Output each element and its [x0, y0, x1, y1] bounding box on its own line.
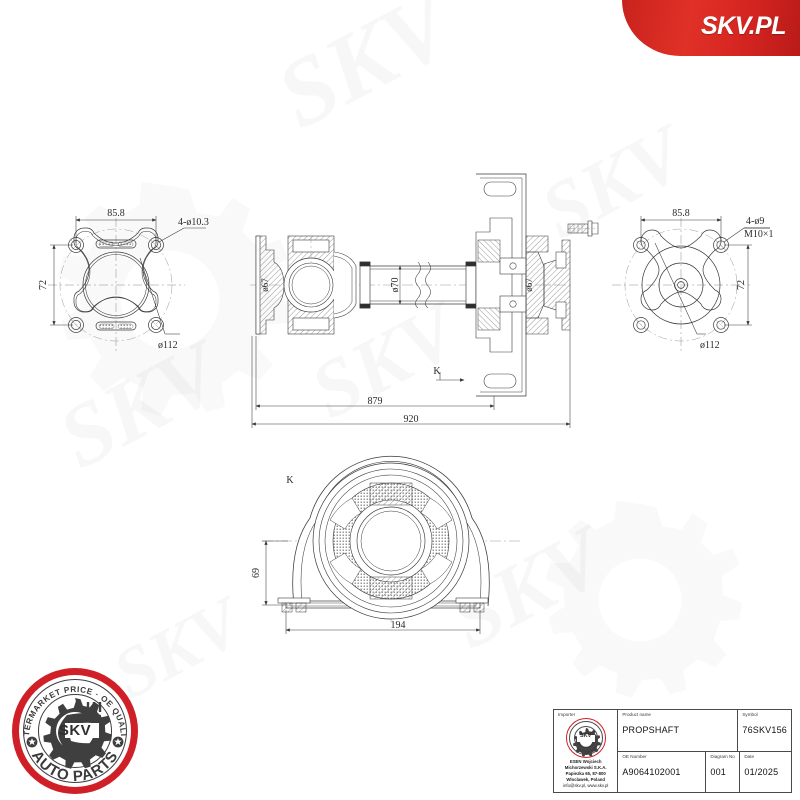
right-flange-holes-dim: 4-ø9 [746, 216, 764, 227]
quality-badge: AFTERMARKET PRICE · OE QUALITY AUTO PART… [12, 668, 138, 794]
right-flange-height-dim: 72 [736, 280, 747, 290]
importer-line-1: ESEN Wojciech Michorzewski S.K.A. [564, 759, 607, 770]
gear-icon [43, 698, 112, 769]
left-flange-view [48, 216, 206, 352]
left-flange-diameter-dim: ø112 [158, 340, 178, 351]
center-bearing-section [475, 173, 527, 397]
diagram-no-value: 001 [710, 766, 726, 777]
importer-line-3: info@skv.pl, www.skv.pl [563, 783, 609, 788]
brand-logo-text: SKV.PL [700, 12, 787, 40]
left-flange-width-dim: 85.8 [107, 208, 125, 219]
brand-banner: SKV.PL [622, 0, 800, 56]
bolt-detail-view [567, 220, 599, 237]
center-bearing-section-mark: K [286, 475, 294, 486]
right-flange-width-dim: 85.8 [672, 208, 690, 219]
oe-number-cell: OE Number A9064102001 [618, 751, 707, 792]
product-name-cell: Product name PROPSHAFT [618, 710, 739, 751]
diagram-no-label: Diagram No [710, 753, 735, 759]
date-cell: Date 01/2025 [740, 752, 791, 793]
shaft-yoke-left-dim: ø67 [260, 278, 270, 292]
symbol-value: 76SKV156 [742, 725, 787, 735]
center-bearing-view [262, 455, 520, 634]
shaft-length-total-dim: 920 [404, 414, 419, 425]
left-flange-height-dim: 72 [38, 280, 49, 290]
info-table: Importer SKV ESEN Wojciech Michorzewski … [553, 709, 792, 793]
mini-badge-text: SKV [580, 733, 592, 739]
oe-number-label: OE Number [622, 753, 647, 759]
date-value: 01/2025 [744, 766, 779, 777]
badge-graphics: AFTERMARKET PRICE · OE QUALITY AUTO PART… [12, 668, 127, 785]
banner-shape [622, 0, 800, 56]
shaft-tube-od-dim: ø70 [390, 278, 401, 293]
center-bearing-height-dim: 69 [251, 568, 262, 578]
badge-star-icon [26, 736, 124, 748]
badge-dark-ring [23, 679, 127, 783]
date-label: Date [744, 753, 755, 759]
importer-address: ESEN Wojciech Michorzewski S.K.A. Papiez… [554, 759, 617, 792]
shaft-assembly-view [250, 173, 572, 428]
importer-logo: SKV [554, 717, 617, 759]
product-name-label: Product name [622, 712, 651, 717]
badge-center-text: SKV [58, 722, 92, 739]
right-flange-diameter-dim: ø112 [700, 340, 720, 351]
symbol-label: Symbol [742, 712, 758, 717]
importer-cell: Importer SKV ESEN Wojciech Michorzewski … [554, 710, 619, 792]
center-bearing-width-dim: 194 [391, 620, 406, 631]
product-name-value: PROPSHAFT [622, 725, 680, 735]
info-table-right: Product name PROPSHAFT Symbol 76SKV156 O… [618, 710, 791, 792]
symbol-cell: Symbol 76SKV156 [738, 710, 791, 751]
diagram-no-cell: Diagram No 001 [706, 751, 741, 792]
shaft-yoke-right-dim: ø67 [524, 278, 534, 292]
oe-number-value: A9064102001 [622, 766, 681, 777]
right-flange-view [612, 216, 770, 352]
mini-skv-badge-icon: SKV [565, 718, 606, 758]
shaft-length-inner-dim: 879 [368, 396, 383, 407]
right-flange-thread-dim: M10×1 [744, 229, 774, 240]
info-row-product: Product name PROPSHAFT Symbol 76SKV156 [618, 710, 791, 752]
importer-line-2: Papiezka 65, 87-800 Wloclawek, Poland [565, 771, 606, 782]
shaft-section-mark: K [433, 366, 441, 377]
importer-label: Importer [558, 712, 576, 717]
left-flange-holes-dim: 4-ø10.3 [178, 217, 209, 228]
info-row-oe: OE Number A9064102001 Diagram No 001 Dat… [618, 751, 791, 793]
badge-inner-ring [38, 694, 112, 768]
